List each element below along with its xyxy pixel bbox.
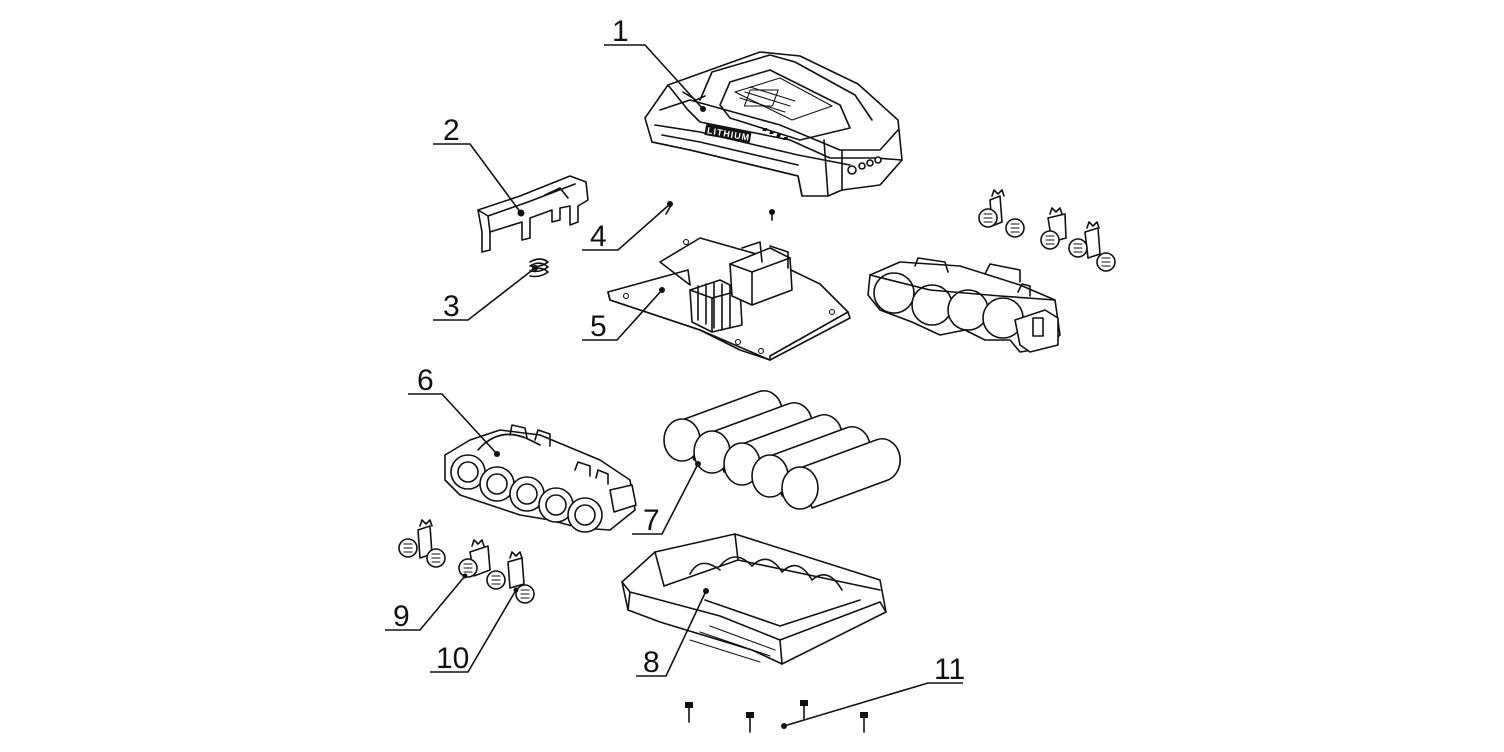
part-terminal-clips-upper — [978, 189, 1116, 272]
clip-9a — [398, 519, 446, 568]
pcb-connector-block — [689, 241, 793, 333]
part-cell-holder-upper — [867, 257, 1061, 353]
callout-2: 2 — [443, 114, 460, 147]
callout-1: 1 — [612, 15, 629, 48]
screw-2 — [746, 712, 754, 733]
clip-b — [1040, 207, 1067, 250]
part-small-screws — [665, 201, 775, 221]
callout-leaders — [385, 44, 963, 727]
screw-1 — [685, 702, 693, 723]
clip-a — [978, 189, 1025, 238]
cell-5 — [781, 438, 901, 510]
part-terminal-clips-lower — [398, 519, 535, 604]
callout-numbers: 1 2 3 4 5 6 7 8 9 10 11 — [393, 15, 965, 686]
callout-10: 10 — [436, 642, 469, 675]
callout-4: 4 — [590, 220, 607, 253]
callout-5: 5 — [590, 310, 607, 343]
part-latch — [477, 175, 589, 253]
clip-10 — [486, 551, 535, 604]
callout-3: 3 — [443, 290, 460, 323]
callout-9: 9 — [393, 600, 410, 633]
part-circuit-board — [607, 237, 851, 361]
part-cell-holder-lower — [444, 424, 637, 533]
part-case-screws — [685, 700, 868, 733]
callout-11: 11 — [934, 653, 965, 686]
clip-9 — [458, 539, 491, 579]
part-bottom-case — [621, 533, 887, 665]
part-battery-cells — [663, 390, 901, 510]
screw-4 — [860, 712, 868, 733]
callout-8: 8 — [643, 646, 660, 679]
callout-7: 7 — [643, 504, 660, 537]
callout-6: 6 — [417, 364, 434, 397]
part-top-housing: LITHIUM — [644, 51, 903, 197]
part-spring — [529, 258, 549, 278]
clip-c — [1068, 221, 1116, 272]
screw-3 — [800, 700, 808, 721]
charge-indicator-leds — [762, 128, 882, 175]
